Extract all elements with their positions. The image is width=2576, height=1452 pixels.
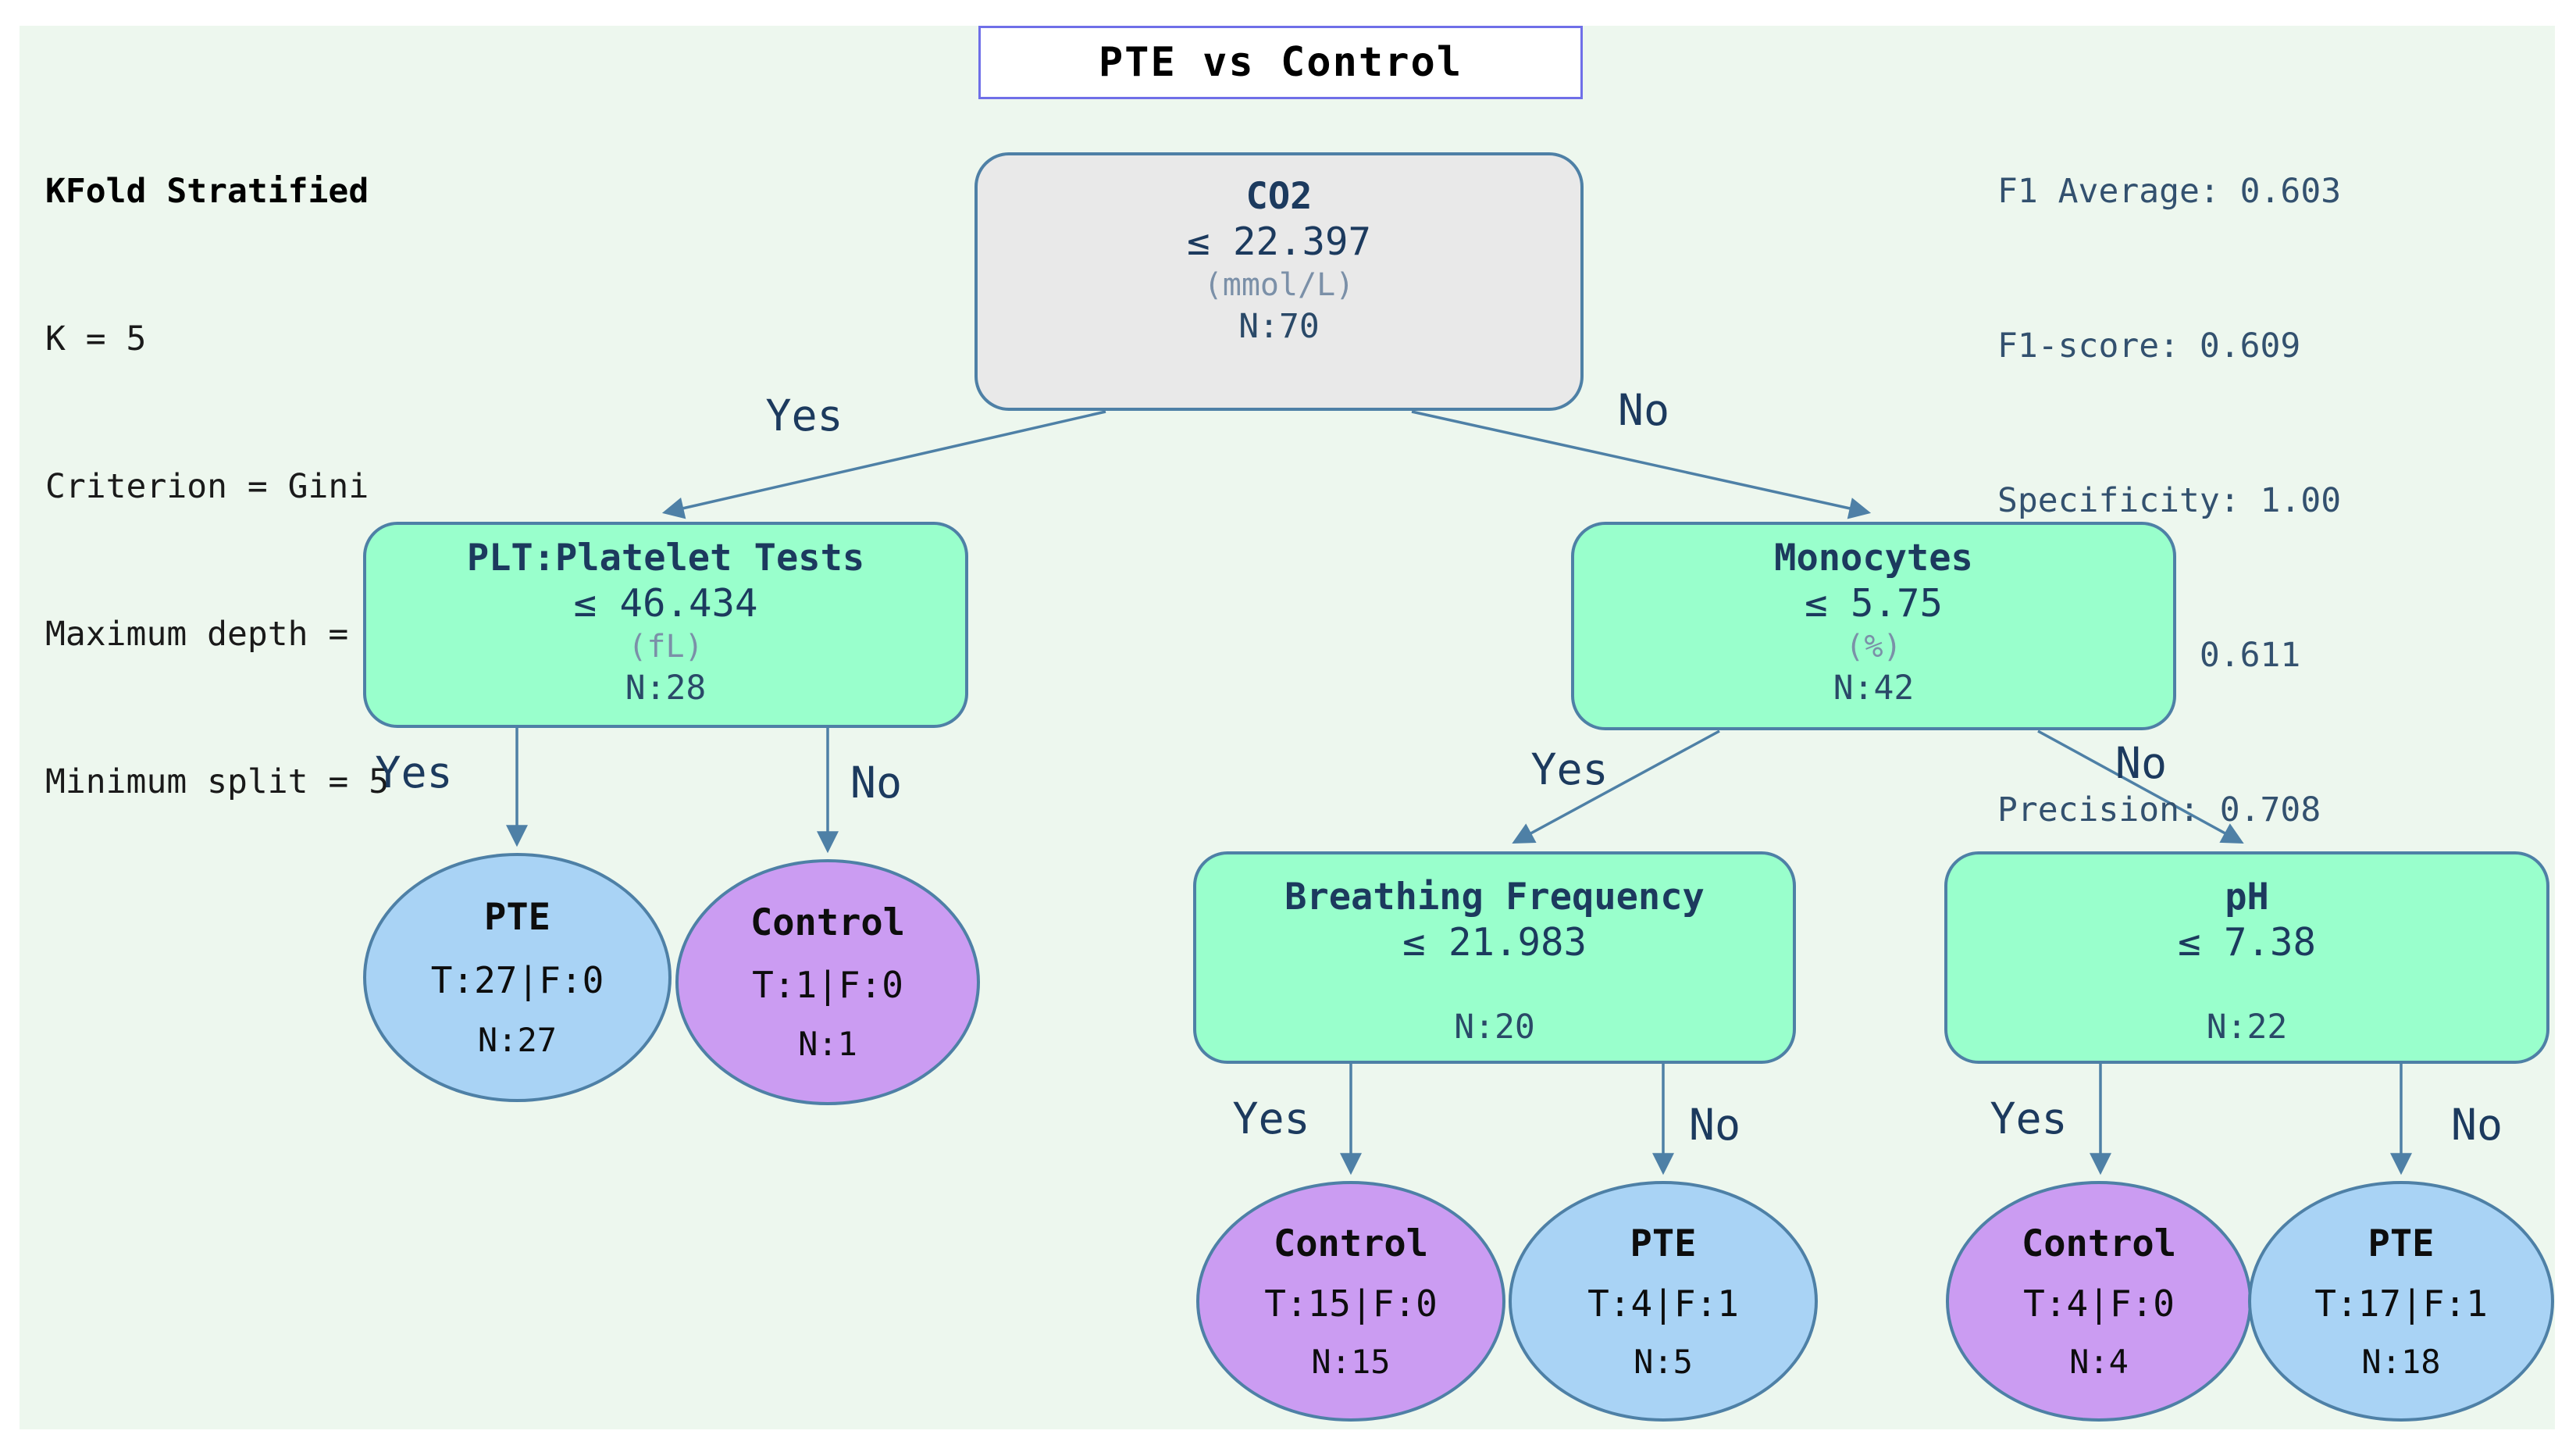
metric-line: Precision: 0.708 <box>1997 790 2321 829</box>
node-unit: (fL) <box>628 629 704 665</box>
edge-label-platelet-yes: Yes <box>375 747 453 797</box>
edge-label-breathing-yes: Yes <box>1232 1093 1310 1143</box>
leaf-samples: N:4 <box>2069 1342 2129 1381</box>
node-feature: Breathing Frequency <box>1284 876 1705 919</box>
edge-root-no <box>1411 410 1872 519</box>
node-samples: N:20 <box>1454 1008 1535 1047</box>
leaf-samples: N:15 <box>1311 1342 1391 1381</box>
node-threshold: ≤ 46.434 <box>573 581 758 626</box>
leaf-true-false: T:27|F:0 <box>430 958 604 1001</box>
run-config-line: Criterion = Gini <box>45 467 369 506</box>
metric-line: F1 Average: 0.603 <box>1997 172 2342 211</box>
edge-label-platelet-no: No <box>850 758 903 808</box>
node-feature: pH <box>2225 876 2269 919</box>
node-threshold: ≤ 21.983 <box>1402 920 1587 965</box>
metric-line: F1-score: 0.609 <box>1997 326 2301 366</box>
run-config-line: Minimum split = 5 <box>45 762 390 801</box>
leaf-breathing-no-pte: PTE T:4|F:1 N:5 <box>1509 1181 1818 1422</box>
node-threshold: ≤ 5.75 <box>1804 581 1943 626</box>
leaf-class: PTE <box>1630 1222 1697 1265</box>
edge-label-root-no: No <box>1617 385 1670 435</box>
edge-monocytes-yes <box>1512 730 1720 844</box>
node-platelet: PLT:Platelet Tests ≤ 46.434 (fL) N:28 <box>363 522 968 728</box>
node-root-co2: CO2 ≤ 22.397 (mmol/L) N:70 <box>974 152 1584 411</box>
leaf-true-false: T:1|F:0 <box>752 963 903 1006</box>
edge-label-root-yes: Yes <box>765 391 843 441</box>
node-feature: PLT:Platelet Tests <box>466 537 865 580</box>
leaf-true-false: T:4|F:1 <box>1587 1283 1739 1325</box>
leaf-platelet-no-control: Control T:1|F:0 N:1 <box>675 859 980 1105</box>
leaf-class: Control <box>1273 1222 1429 1265</box>
leaf-true-false: T:4|F:0 <box>2023 1283 2175 1325</box>
leaf-ph-yes-control: Control T:4|F:0 N:4 <box>1946 1181 2252 1422</box>
leaf-platelet-yes-pte: PTE T:27|F:0 N:27 <box>363 853 672 1102</box>
leaf-class: Control <box>2021 1222 2177 1265</box>
leaf-samples: N:1 <box>798 1024 857 1063</box>
leaf-true-false: T:17|F:1 <box>2314 1283 2488 1325</box>
leaf-breathing-yes-control: Control T:15|F:0 N:15 <box>1196 1181 1505 1422</box>
node-unit: (mmol/L) <box>1203 267 1355 303</box>
metric-line: Specificity: 1.00 <box>1997 481 2342 520</box>
edge-label-ph-no: No <box>2450 1100 2503 1150</box>
leaf-samples: N:5 <box>1634 1342 1693 1381</box>
node-unit: (%) <box>1845 629 1902 665</box>
leaf-ph-no-pte: PTE T:17|F:1 N:18 <box>2248 1181 2554 1422</box>
chart-title: PTE vs Control <box>978 26 1583 99</box>
node-breathing-frequency: Breathing Frequency ≤ 21.983 N:20 <box>1193 851 1796 1064</box>
node-samples: N:28 <box>625 669 707 708</box>
run-config-heading: KFold Stratified <box>45 172 369 211</box>
leaf-class: PTE <box>2368 1222 2435 1265</box>
edge-label-monocytes-yes: Yes <box>1530 744 1609 794</box>
node-samples: N:42 <box>1833 669 1915 708</box>
node-samples: N:70 <box>1238 307 1320 346</box>
edge-label-breathing-no: No <box>1688 1100 1741 1150</box>
node-threshold: ≤ 22.397 <box>1186 219 1371 264</box>
node-monocytes: Monocytes ≤ 5.75 (%) N:42 <box>1571 522 2176 730</box>
leaf-class: Control <box>750 901 906 945</box>
edge-root-yes <box>661 410 1106 519</box>
leaf-samples: N:27 <box>477 1020 558 1059</box>
node-ph: pH ≤ 7.38 N:22 <box>1944 851 2549 1064</box>
run-config-panel: KFold Stratified K = 5 Criterion = Gini … <box>45 69 389 905</box>
edge-label-monocytes-no: No <box>2115 738 2168 788</box>
leaf-samples: N:18 <box>2361 1342 2441 1381</box>
run-config-line: K = 5 <box>45 319 147 359</box>
node-feature: Monocytes <box>1774 537 1973 580</box>
leaf-true-false: T:15|F:0 <box>1264 1283 1438 1325</box>
node-threshold: ≤ 7.38 <box>2177 920 2316 965</box>
edge-label-ph-yes: Yes <box>1990 1093 2068 1143</box>
leaf-class: PTE <box>484 896 550 940</box>
node-samples: N:22 <box>2206 1008 2288 1047</box>
edge-monocytes-no <box>2037 730 2244 844</box>
run-config-line: Maximum depth = 3 <box>45 615 390 654</box>
node-feature: CO2 <box>1245 175 1313 218</box>
